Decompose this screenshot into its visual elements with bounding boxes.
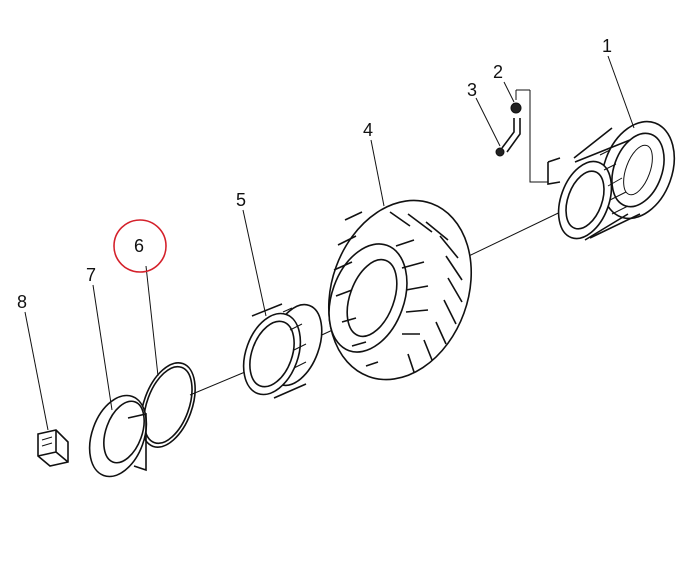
leader-line-1 [607,55,635,129]
leader-line-3 [475,97,501,147]
part-label-7: 7 [86,265,96,285]
assembly-axis [189,371,246,396]
leader-line-6 [145,265,159,377]
part-4-tire[interactable] [305,180,496,399]
part-label-1: 1 [602,36,612,56]
part-label-2: 2 [493,62,503,82]
highlight-circle [113,219,167,273]
leader-line-8 [24,311,49,431]
leader-line-4 [370,139,385,207]
part-label-8: 8 [17,292,27,312]
leader-line-7 [92,284,113,411]
part-1-rim[interactable] [529,90,687,246]
part-6-o-ring[interactable] [130,355,205,454]
part-label-4: 4 [363,120,373,140]
part-3-valve-stem[interactable] [495,118,521,157]
leader-line-2 [503,81,515,103]
part-5-flange[interactable] [233,297,332,402]
part-label-6: 6 [134,236,144,256]
part-7-lock-ring[interactable] [79,388,157,485]
part-label-5: 5 [236,190,246,210]
assembly-axis [449,204,576,266]
part-label-3: 3 [467,80,477,100]
part-2-valve-cap[interactable] [510,89,530,114]
part-8-lock-key[interactable] [37,429,69,467]
leader-line-5 [242,209,267,317]
